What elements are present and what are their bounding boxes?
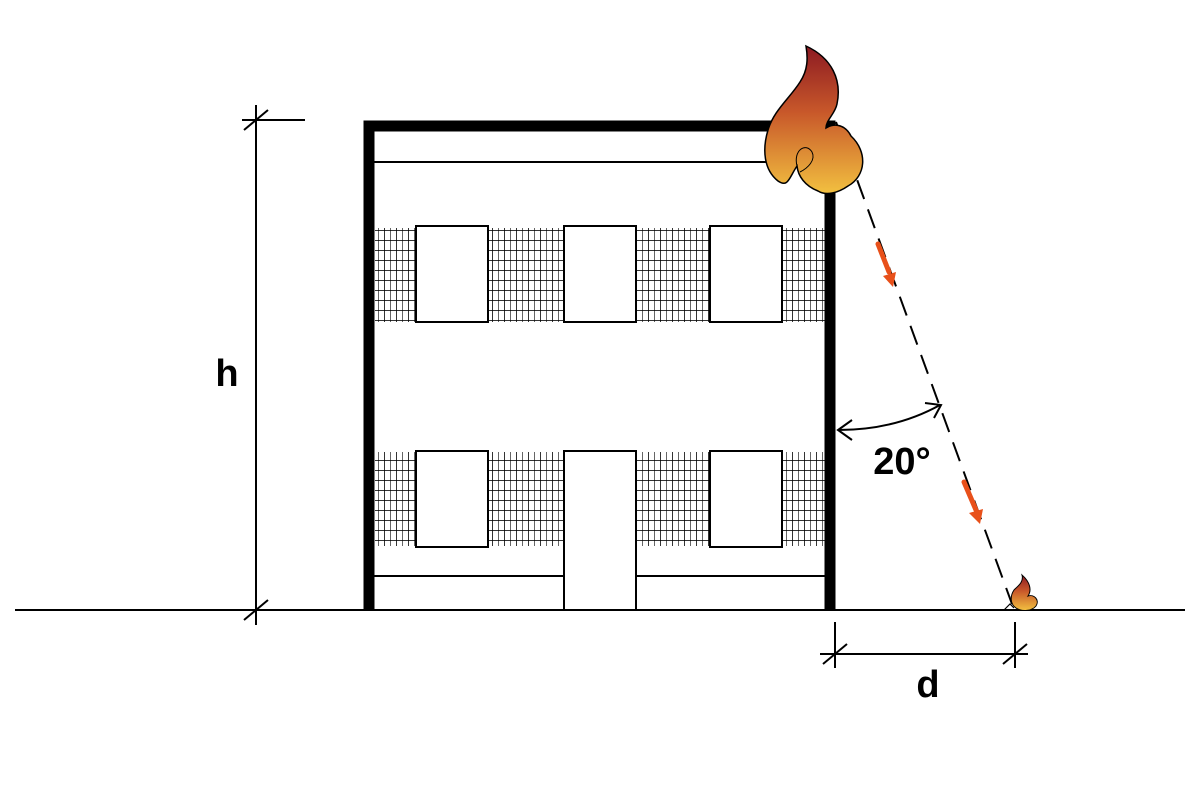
window-upper-middle	[563, 225, 637, 323]
distance-dimension	[820, 622, 1028, 668]
height-dimension	[242, 105, 305, 625]
building-outline	[363, 120, 836, 610]
distance-label: d	[916, 664, 939, 706]
window-lower-left	[415, 450, 489, 548]
door	[563, 450, 637, 611]
building	[363, 120, 836, 611]
window-lower-right	[709, 450, 783, 548]
angle-arc	[836, 402, 943, 441]
small-flame-icon	[1003, 573, 1038, 611]
direction-arrow-upper	[875, 241, 896, 287]
angle-label: 20°	[873, 441, 930, 483]
height-label: h	[215, 353, 238, 395]
large-flame-icon	[764, 44, 864, 195]
window-upper-left	[415, 225, 489, 323]
direction-arrow-lower	[961, 479, 983, 524]
trajectory-line	[835, 121, 1013, 605]
window-upper-right	[709, 225, 783, 323]
